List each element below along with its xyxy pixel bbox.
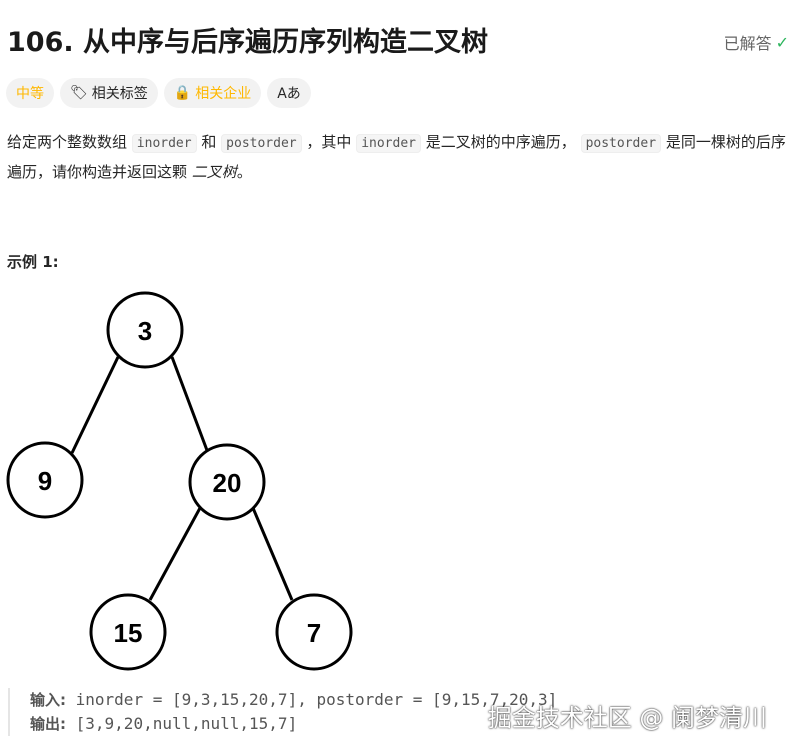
companies-tag-button[interactable]: 🔒相关企业 — [163, 78, 262, 108]
text: 是同一棵树的后序遍历，请你构造并返回这颗 — [7, 133, 786, 181]
solved-status: 已解答✓ — [724, 30, 789, 54]
example-output: 输出: [3,9,20,null,null,15,7] — [30, 712, 557, 736]
translate-button[interactable]: Aあ — [267, 78, 311, 108]
lock-icon: 🔒 — [173, 85, 192, 101]
output-value: [3,9,20,null,null,15,7] — [75, 714, 298, 733]
tag-bar: 中等 🏷相关标签 🔒相关企业 Aあ — [6, 78, 311, 108]
node-label: 9 — [38, 466, 52, 496]
edge — [148, 507, 202, 601]
example-block: 输入: inorder = [9,3,15,20,7], postorder =… — [8, 688, 557, 736]
tree-node — [275, 593, 353, 671]
text: 和 — [201, 133, 217, 151]
tree-node — [89, 593, 167, 671]
input-value: inorder = [9,3,15,20,7], postorder = [9,… — [75, 690, 558, 709]
tag-icon: 🏷 — [70, 85, 88, 101]
topics-tag-button[interactable]: 🏷相关标签 — [60, 78, 158, 108]
check-circle-icon: ✓ — [775, 32, 789, 52]
example-title: 示例 1: — [7, 253, 59, 271]
text: 给定两个整数数组 — [7, 133, 128, 151]
problem-description: 给定两个整数数组 inorder 和 postorder ，其中 inorder… — [7, 128, 789, 186]
topics-label: 相关标签 — [91, 86, 148, 102]
text: 。 — [236, 163, 252, 181]
problem-title: 106. 从中序与后序遍历序列构造二叉树 — [7, 27, 489, 58]
text: ，其中 — [306, 133, 352, 151]
tree-node — [6, 441, 84, 519]
translate-icon: Aあ — [277, 86, 301, 102]
code: inorder — [356, 134, 421, 153]
input-label: 输入: — [30, 691, 66, 709]
tree-node — [188, 443, 266, 521]
code: inorder — [131, 134, 197, 153]
text: 是二叉树的中序遍历， — [425, 133, 576, 151]
watermark: 掘金技术社区 @ 阑梦清川 — [487, 704, 767, 732]
node-label: 20 — [213, 468, 242, 498]
binary-tree-diagram: 3 9 20 15 7 — [6, 291, 353, 671]
node-label: 3 — [138, 316, 152, 346]
code: postorder — [221, 134, 302, 153]
text: 二叉树 — [191, 163, 237, 181]
companies-label: 相关企业 — [195, 86, 252, 102]
node-label: 15 — [114, 618, 143, 648]
solved-label: 已解答 — [723, 34, 772, 53]
example-input: 输入: inorder = [9,3,15,20,7], postorder =… — [30, 688, 557, 712]
code: postorder — [580, 134, 662, 153]
difficulty-badge[interactable]: 中等 — [6, 78, 54, 108]
edge — [70, 356, 120, 454]
node-label: 7 — [307, 618, 321, 648]
output-label: 输出: — [30, 715, 66, 733]
tree-node — [106, 291, 184, 369]
edge — [170, 356, 210, 454]
edge — [251, 507, 294, 601]
